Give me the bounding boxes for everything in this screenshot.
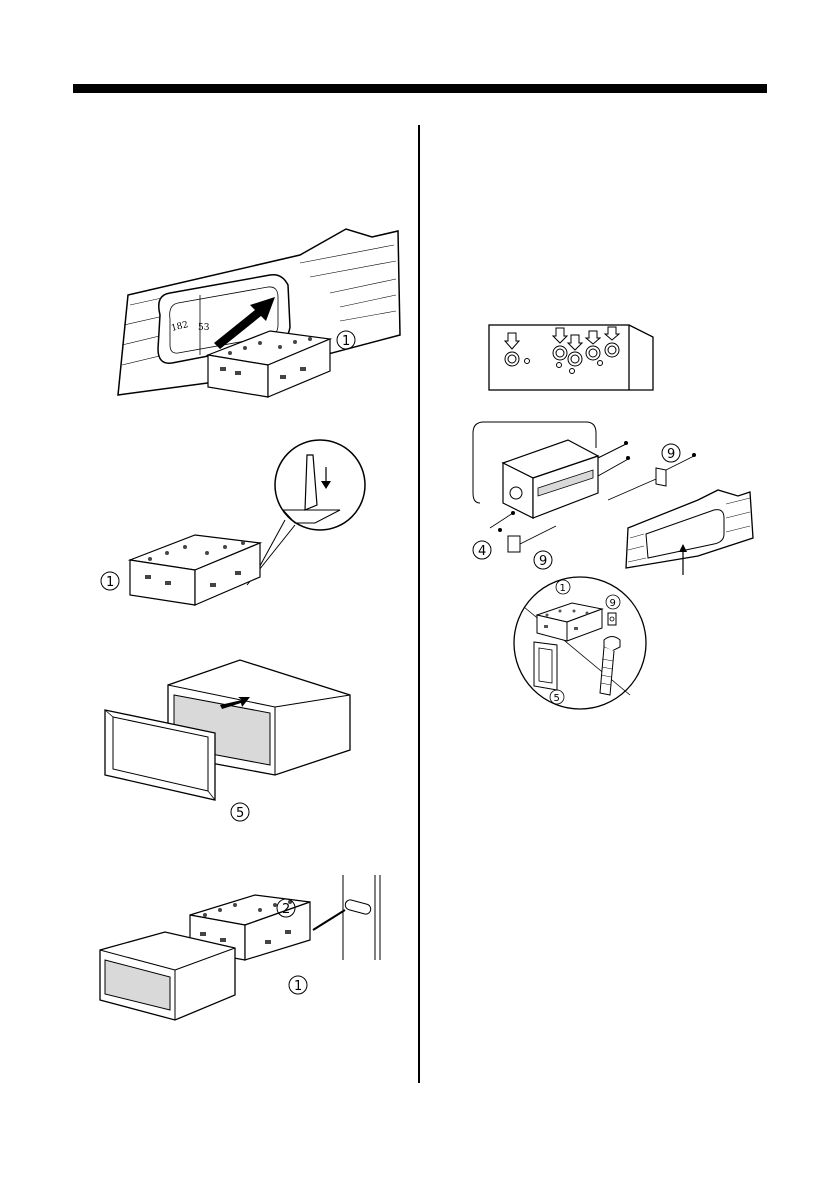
callout-bracket-bottom: 9 xyxy=(539,554,547,569)
figure-parts-inset: 1 9 5 xyxy=(512,575,652,715)
column-divider xyxy=(418,125,420,1083)
figure-side-panel xyxy=(487,323,657,393)
callout-sleeve: 1 xyxy=(106,575,114,590)
callout-screw: 2 xyxy=(282,902,290,917)
callout-bracket: 9 xyxy=(610,598,616,609)
callout-sleeve: 1 xyxy=(342,334,350,349)
callout-frame: 5 xyxy=(554,693,560,704)
callout-trim-frame: 5 xyxy=(236,806,244,821)
figure-rear-mount: 9 9 4 xyxy=(468,418,758,578)
callout-bracket-top: 9 xyxy=(667,447,675,462)
callout-sleeve: 1 xyxy=(294,979,302,994)
callout-sleeve: 1 xyxy=(560,583,566,594)
figure-screw-mount: 2 1 xyxy=(95,870,395,1035)
figure-bend-tabs: 1 xyxy=(95,435,375,605)
callout-screw: 4 xyxy=(478,544,486,559)
figure-dashboard-opening: 182 53 1 xyxy=(110,215,410,405)
header-rule xyxy=(73,84,767,93)
figure-trim-frame: 5 xyxy=(100,655,360,830)
dim-height-label: 53 xyxy=(198,323,210,333)
